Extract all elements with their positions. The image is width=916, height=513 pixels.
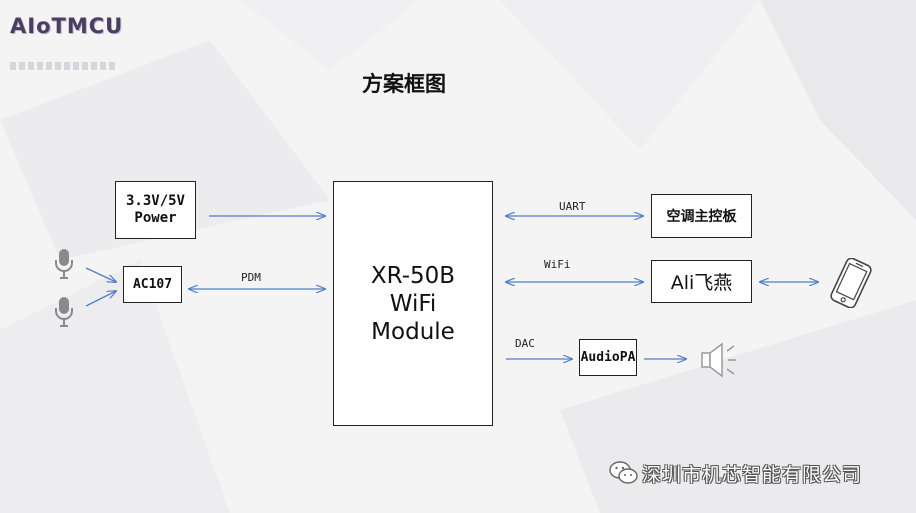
wifi-module-block: XR-50B WiFi Module — [333, 181, 493, 426]
mic2-to-ac107-arrow — [85, 291, 116, 307]
smartphone-icon — [830, 258, 872, 308]
ali-feiyan-block: Ali飞燕 — [651, 260, 752, 303]
power-block: 3.3V/5V Power — [115, 181, 196, 239]
brand-logo: AIoTMCU — [10, 14, 124, 38]
pdm-label: PDM — [241, 271, 261, 284]
speaker-icon — [701, 342, 736, 378]
dac-label: DAC — [515, 337, 535, 350]
microphone-icon — [55, 297, 73, 327]
audio-pa-block: AudioPA — [579, 339, 637, 376]
company-name: 深圳市机芯智能有限公司 — [642, 464, 863, 486]
ac107-block: AC107 — [123, 266, 182, 303]
uart-label: UART — [559, 200, 586, 213]
microphone-icon — [55, 249, 73, 279]
logo-tagline — [10, 62, 118, 70]
wechat-icon — [609, 461, 638, 484]
wifi-label: WiFi — [544, 258, 571, 271]
page-title: 方案框图 — [362, 71, 446, 96]
mic1-to-ac107-arrow — [85, 267, 116, 282]
aircon-control-board-block: 空调主控板 — [651, 194, 752, 238]
